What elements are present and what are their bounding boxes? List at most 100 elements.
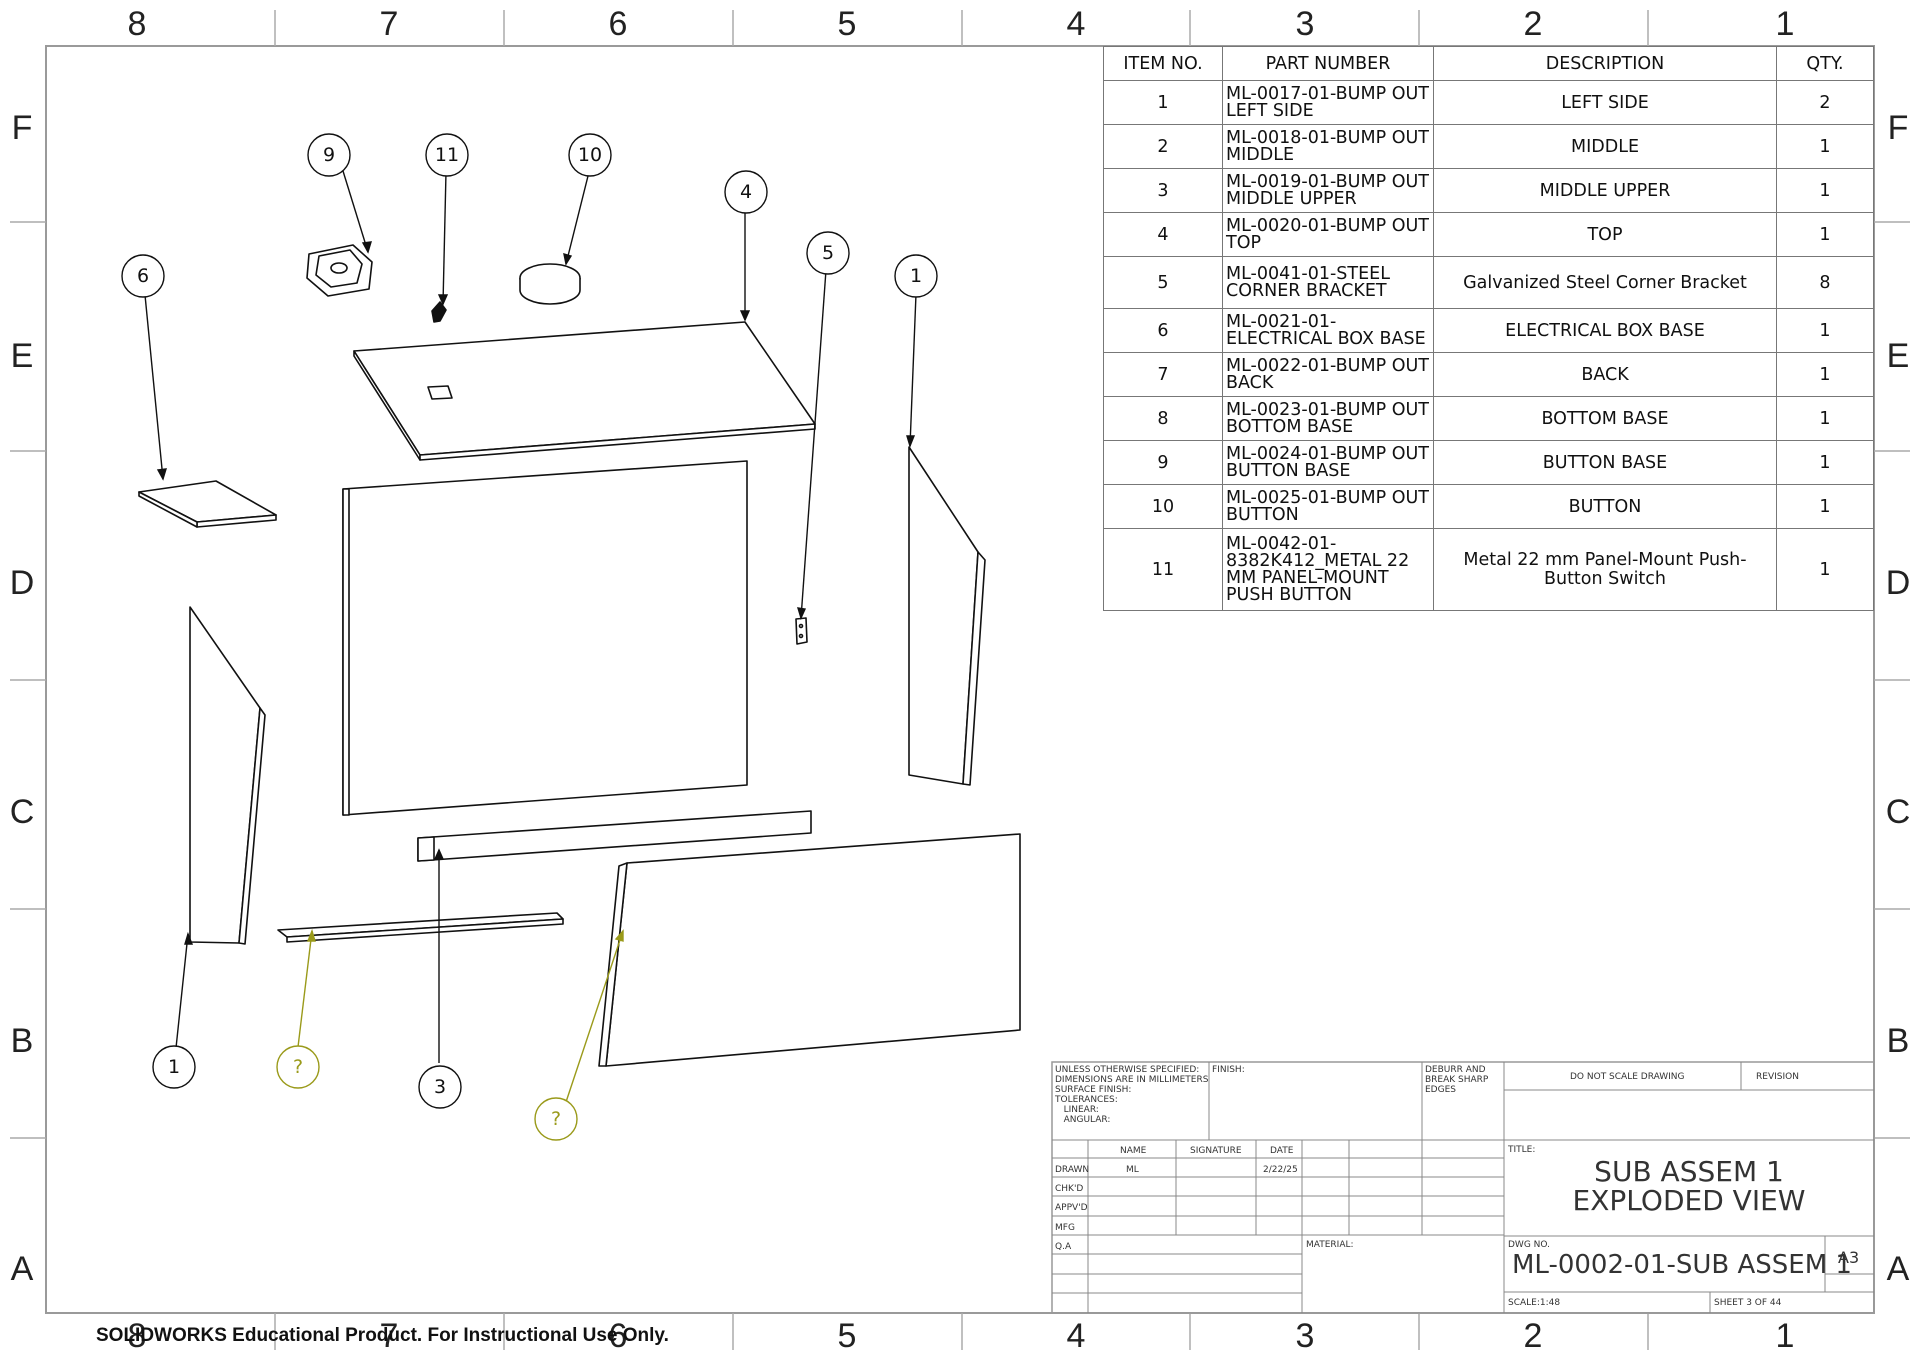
zone-col-bottom-4: 4: [1066, 1317, 1086, 1355]
bom-part-number-line: CORNER BRACKET: [1226, 280, 1387, 301]
zone-row-right-E: E: [1886, 337, 1910, 375]
bom-part-number-line: ML-0022-01-BUMP OUT: [1226, 355, 1429, 376]
balloon-5[interactable]: [806, 231, 850, 275]
zone-col-top-2: 2: [1523, 5, 1543, 43]
balloon-1-right-label: 1: [910, 265, 922, 287]
bom-qty: 1: [1776, 168, 1874, 213]
balloon-4-label: 4: [740, 181, 752, 203]
balloon-1-left[interactable]: [152, 1045, 196, 1089]
part-middle-upper: [417, 810, 812, 862]
col-signature-label: SIGNATURE: [1190, 1146, 1242, 1156]
bom-part-number-line: BUTTON BASE: [1226, 460, 1351, 481]
balloon-5-label: 5: [822, 242, 834, 264]
drawing-number: ML-0002-01-SUB ASSEM 1: [1512, 1250, 1852, 1280]
part-left-side-left: [189, 606, 266, 945]
bom-part-number-line: MIDDLE: [1226, 144, 1295, 165]
balloon-unassigned-2[interactable]: [534, 1097, 578, 1141]
deburr-line: EDGES: [1425, 1085, 1456, 1095]
bom-part-number-line: ML-0017-01-BUMP OUT: [1226, 83, 1429, 104]
bom-item-no: 1: [1103, 80, 1223, 125]
balloon-9[interactable]: [307, 133, 351, 177]
bom-header-row: ITEM NO. PART NUMBER DESCRIPTION QTY.: [1103, 46, 1874, 81]
bom-part-number-line: ML-0018-01-BUMP OUT: [1226, 127, 1429, 148]
bom-description-line: Button Switch: [1543, 568, 1667, 589]
zone-col-top-3: 3: [1295, 5, 1315, 43]
drawing-title-line1: SUB ASSEM 1: [1594, 1155, 1784, 1188]
zone-row-right-B: B: [1886, 1022, 1910, 1060]
drawn-date: 2/22/25: [1263, 1165, 1298, 1175]
balloon-unassigned-2-label: ?: [551, 1108, 561, 1130]
zone-col-bottom-7: 7: [379, 1317, 399, 1355]
bom-item-no: 8: [1103, 396, 1223, 441]
col-name-label: NAME: [1120, 1146, 1147, 1156]
zone-col-bottom-5: 5: [837, 1317, 857, 1355]
bom-part-number-line: MIDDLE UPPER: [1226, 188, 1357, 209]
balloon-unassigned-1-label: ?: [293, 1056, 303, 1078]
part-push-button-switch: [431, 301, 447, 323]
bom-part-number-line: ML-0019-01-BUMP OUT: [1226, 171, 1429, 192]
part-middle-panel: [598, 833, 1021, 1067]
bom-part-number-line: ML-0021-01-: [1226, 311, 1337, 332]
balloon-4[interactable]: [724, 170, 768, 214]
bom-part-number-line: BACK: [1226, 372, 1274, 393]
deburr-line: DEBURR AND: [1425, 1065, 1486, 1075]
part-button: [519, 263, 581, 305]
zone-col-top-8: 8: [127, 5, 147, 43]
balloon-3[interactable]: [418, 1065, 462, 1109]
zone-col-top-6: 6: [608, 5, 628, 43]
bom-qty: 1: [1776, 308, 1874, 353]
finish-label: FINISH:: [1212, 1065, 1245, 1075]
bom-part-number-line: ELECTRICAL BOX BASE: [1226, 328, 1426, 349]
sheet-size: A3: [1838, 1248, 1860, 1267]
tolerance-line: UNLESS OTHERWISE SPECIFIED:: [1055, 1065, 1200, 1075]
bom-description: BACK: [1433, 352, 1777, 397]
zone-col-top-4: 4: [1066, 5, 1086, 43]
part-back-panel: [342, 460, 748, 816]
title-label: TITLE:: [1508, 1145, 1536, 1155]
bom-part-number-line: ML-0041-01-STEEL: [1226, 263, 1390, 284]
bom-part-number-line: 8382K412_METAL 22: [1226, 550, 1410, 571]
part-bottom-base: [277, 912, 564, 943]
approved-label: APPV'D: [1055, 1203, 1088, 1213]
mfg-label: MFG: [1055, 1223, 1075, 1233]
zone-row-left-F: F: [11, 109, 33, 147]
drawing-title-line2: EXPLODED VIEW: [1572, 1184, 1806, 1217]
bom-part-number-line: ML-0023-01-BUMP OUT: [1226, 399, 1429, 420]
zone-col-bottom-8: 8: [127, 1317, 147, 1355]
zone-col-top-5: 5: [837, 5, 857, 43]
zone-col-top-1: 1: [1775, 5, 1795, 43]
bom-qty: 1: [1776, 124, 1874, 169]
bom-description: TOP: [1433, 212, 1777, 257]
balloon-unassigned-1[interactable]: [276, 1045, 320, 1089]
drawn-name: ML: [1126, 1165, 1139, 1175]
bom-item-no: 7: [1103, 352, 1223, 397]
balloon-1-right[interactable]: [894, 254, 938, 298]
bom-part-number-line: ML-0025-01-BUMP OUT: [1226, 487, 1429, 508]
balloon-11[interactable]: [425, 133, 469, 177]
balloon-1-left-label: 1: [168, 1056, 180, 1078]
tolerance-line: TOLERANCES:: [1055, 1095, 1118, 1105]
qa-label: Q.A: [1055, 1242, 1072, 1252]
zone-col-bottom-6: 6: [608, 1317, 628, 1355]
sheet-number: SHEET 3 OF 44: [1714, 1298, 1782, 1308]
bom-description: Metal 22 mm Panel-Mount Push-Button Swit…: [1433, 528, 1777, 611]
bom-description: BUTTON: [1433, 484, 1777, 529]
bom-description: BOTTOM BASE: [1433, 396, 1777, 441]
bom-part-number-line: LEFT SIDE: [1226, 100, 1314, 121]
bom-qty: 2: [1776, 80, 1874, 125]
balloon-6[interactable]: [121, 254, 165, 298]
balloon-10[interactable]: [568, 133, 612, 177]
bom-part-number-line: ML-0024-01-BUMP OUT: [1226, 443, 1429, 464]
bom-part-number-line: TOP: [1226, 232, 1262, 253]
zone-col-bottom-3: 3: [1295, 1317, 1315, 1355]
